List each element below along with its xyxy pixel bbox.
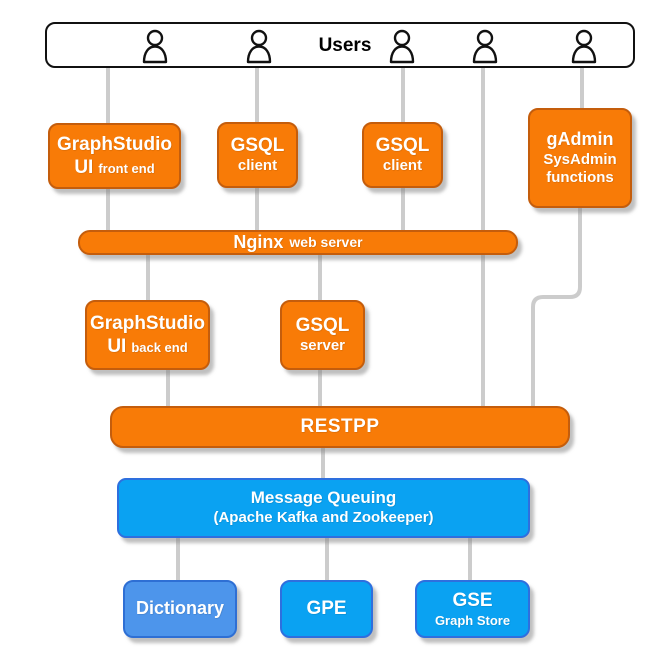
user-icon [571,29,597,64]
node-title: RESTPP [300,416,380,438]
node-line2: SysAdmin [543,150,617,168]
node-subtitle-big: UI [107,336,127,357]
users-box: Users [45,22,635,68]
node-subtitle: client [382,157,423,175]
node-subtitle: (Apache Kafka and Zookeeper) [213,509,434,527]
node-title: Dictionary [135,598,225,619]
connector-gadmin-restpp [531,206,582,406]
node-title: GSQL [230,135,285,157]
node-line3: functions [546,168,614,186]
node-title: GPE [306,598,347,620]
node-gadmin: gAdmin SysAdmin functions [528,108,632,208]
user-icon [246,29,272,64]
node-nginx-web-server: Nginx web server [78,230,518,255]
node-title: gAdmin [546,128,614,149]
node-subtitle-big: UI [74,157,94,178]
node-gsql-client-2: GSQL client [362,122,443,188]
node-title: Message Queuing [250,488,397,508]
node-restpp: RESTPP [110,406,570,448]
node-title: GraphStudio [89,312,206,334]
node-message-queuing: Message Queuing (Apache Kafka and Zookee… [117,478,530,538]
node-dictionary: Dictionary [123,580,237,638]
node-title: GSQL [295,315,350,337]
node-gpe: GPE [280,580,373,638]
node-subtitle: client [237,157,278,175]
node-title: GraphStudio [56,133,173,155]
node-graphstudio-ui-front-end: GraphStudio UI front end [48,123,181,189]
node-subtitle: Graph Store [434,612,511,628]
node-subtitle-small: front end [98,161,155,176]
node-graphstudio-ui-back-end: GraphStudio UI back end [85,300,210,370]
node-subtitle-small: back end [131,340,188,355]
node-subtitle: server [299,337,346,355]
node-title: GSQL [375,135,430,157]
user-icon [389,29,415,64]
node-title: Nginx [233,231,284,252]
node-gse: GSE Graph Store [415,580,530,638]
node-subtitle: web server [289,233,363,250]
node-title: GSE [452,590,493,612]
node-gsql-client-1: GSQL client [217,122,298,188]
user-icon [142,29,168,64]
users-label: Users [318,35,372,56]
user-icon [472,29,498,64]
node-gsql-server: GSQL server [280,300,365,370]
